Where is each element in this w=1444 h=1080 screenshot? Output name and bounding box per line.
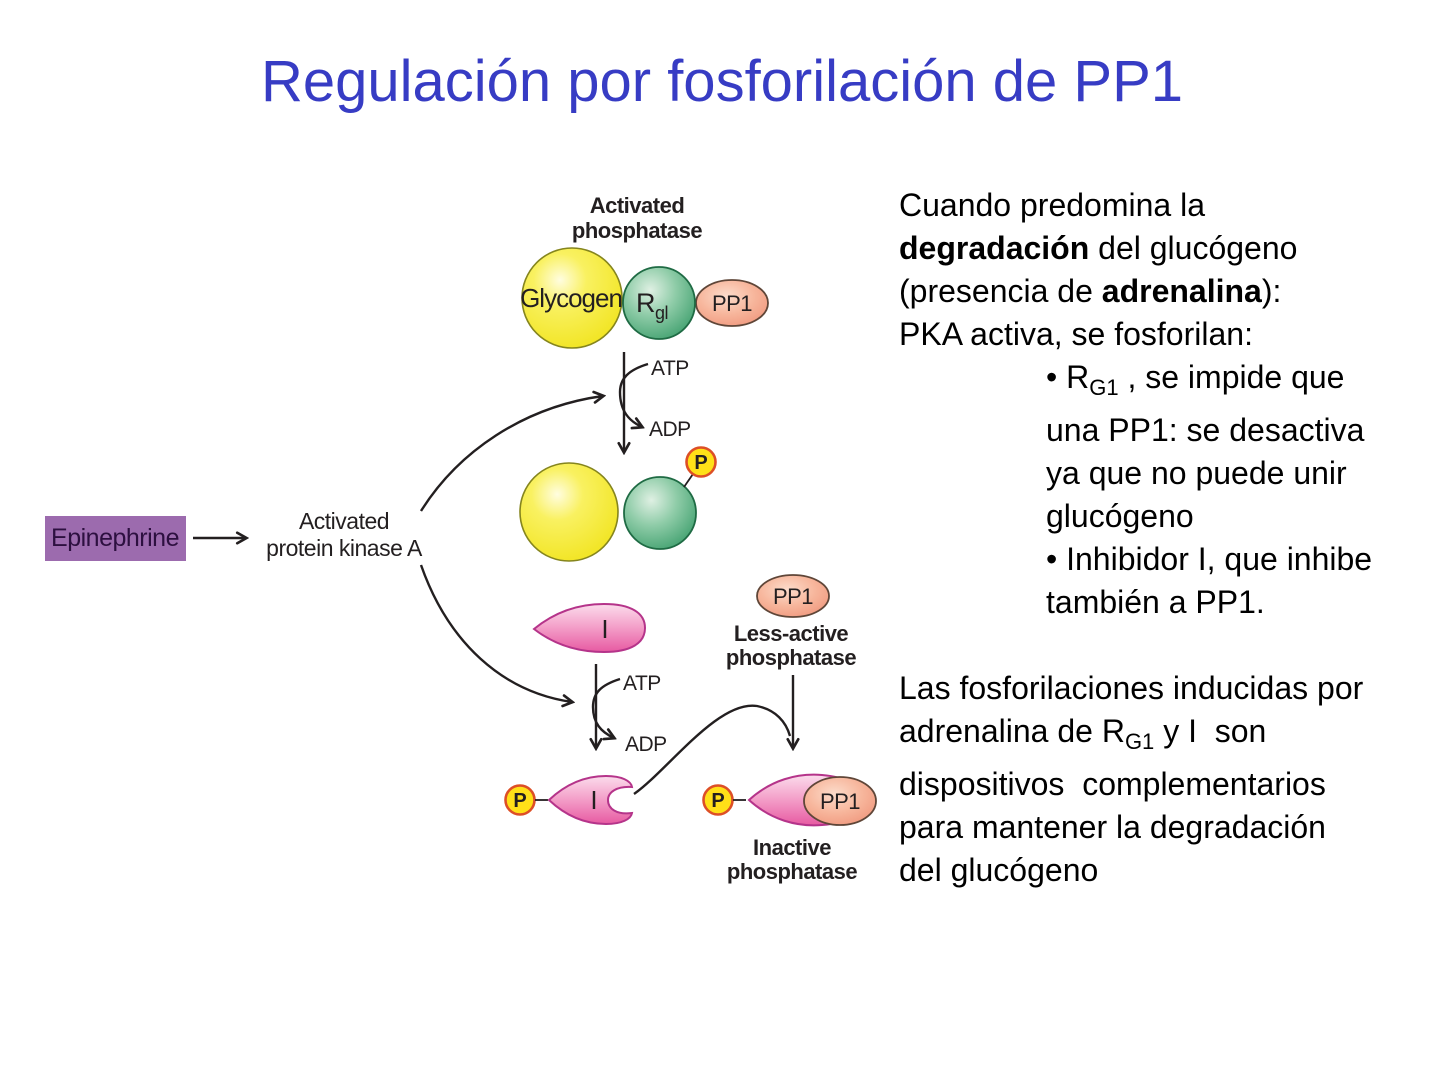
pp1-shape xyxy=(695,279,769,327)
inactive-phosphatase: P PP1 Inactive phosphatase xyxy=(702,773,877,884)
paragraph2-line4: para mantener la degradación xyxy=(899,809,1326,845)
pp1-shape-2 xyxy=(756,574,830,618)
atp-label-2: ATP xyxy=(623,672,661,695)
kinase-label-line2: protein kinase A xyxy=(266,535,423,561)
bullet1-line3: ya que no puede unir xyxy=(1046,455,1347,491)
rgl-label: Rgl xyxy=(636,288,668,323)
paragraph2-line3: dispositivos complementarios xyxy=(899,766,1326,802)
paragraph-gap xyxy=(899,624,1444,667)
epinephrine-box xyxy=(45,516,186,561)
bullet1-line2: una PP1: se desactiva xyxy=(1046,412,1365,448)
bullet2-line1: • Inhibidor I, que inhibe xyxy=(1046,541,1373,577)
kinase-to-reaction1-arrow xyxy=(419,396,603,512)
phosphate-label-2: P xyxy=(513,790,526,812)
activated-phosphatase-label-line2: phosphatase xyxy=(572,218,702,243)
activated-phosphatase-complex: Activated phosphatase PP1 Glycogen Rgl xyxy=(520,193,769,349)
phospho-inhibitor-shape xyxy=(547,774,634,826)
phosphate-shape-3 xyxy=(702,784,734,816)
explanation-text: Cuando predomina la degradación del gluc… xyxy=(899,184,1444,892)
slide-title: Regulación por fosforilación de PP1 xyxy=(260,49,1184,114)
epinephrine-label: Epinephrine xyxy=(51,524,179,552)
pp1-label: PP1 xyxy=(712,291,752,316)
inactive-label-line2: phosphatase xyxy=(727,859,857,884)
paragraph1-line4: PKA activa, se fosforilan: xyxy=(899,316,1253,352)
paragraph2-line5: del glucógeno xyxy=(899,852,1099,888)
paragraph1-line3: (presencia de adrenalina): xyxy=(899,273,1282,309)
paragraph1-line2: degradación del glucógeno xyxy=(899,230,1298,266)
activated-phosphatase-label-line1: Activated xyxy=(590,193,685,218)
rgl-shape xyxy=(622,266,696,340)
kinase-to-reaction2-arrow xyxy=(419,564,572,702)
bullet1-line4: glucógeno xyxy=(1046,498,1194,534)
phospho-inhibitor: P I xyxy=(504,704,792,826)
phosphorylated-complex: P xyxy=(519,446,717,562)
phosphate-link-1 xyxy=(683,473,694,488)
phospho-inhibitor-label: I xyxy=(590,785,597,815)
rgl-shape-2 xyxy=(623,476,697,550)
phosphate-label-1: P xyxy=(694,452,707,474)
phosphate-label-3: P xyxy=(711,790,724,812)
reaction-1: ATP ADP xyxy=(419,352,691,512)
atp-label-1: ATP xyxy=(651,357,689,380)
glycogen-shape xyxy=(521,247,623,349)
less-active-label-line1: Less-active xyxy=(734,621,849,646)
inhibitor-label: I xyxy=(601,614,608,644)
pp1-label-2: PP1 xyxy=(773,584,813,609)
inhibitor-i: I xyxy=(532,602,647,654)
adp-label-2: ADP xyxy=(625,733,667,756)
glycogen-label: Glycogen xyxy=(520,283,622,313)
pp1-label-3: PP1 xyxy=(820,789,860,814)
inhibitor-binding-curve xyxy=(633,704,792,795)
phosphate-shape-2 xyxy=(504,784,536,816)
less-active-phosphatase: PP1 Less-active phosphatase xyxy=(726,574,857,748)
reaction-2: ATP ADP xyxy=(593,664,667,756)
epinephrine-pka: Epinephrine Activated protein kinase A xyxy=(45,508,572,702)
adp-label-1: ADP xyxy=(649,418,691,441)
phosphate-shape-1 xyxy=(685,446,717,478)
kinase-label-line1: Activated xyxy=(299,508,389,534)
paragraph2-line2: adrenalina de RG1 y I son xyxy=(899,713,1267,754)
inhibitor-shape xyxy=(532,602,647,654)
paragraph1-line1: Cuando predomina la xyxy=(899,187,1205,223)
glycogen-shape-2 xyxy=(519,462,619,562)
reaction2-atp-adp-curve xyxy=(591,677,621,738)
paragraph2-line1: Las fosforilaciones inducidas por xyxy=(899,670,1364,706)
pp1-shape-3 xyxy=(803,776,877,826)
bullet2-line2: también a PP1. xyxy=(1046,584,1265,620)
less-active-label-line2: phosphatase xyxy=(726,645,856,670)
inactive-label-line1: Inactive xyxy=(753,835,831,860)
reaction1-atp-adp-curve xyxy=(618,362,649,427)
bullet1-line1: • RG1 , se impide que xyxy=(1046,359,1345,400)
